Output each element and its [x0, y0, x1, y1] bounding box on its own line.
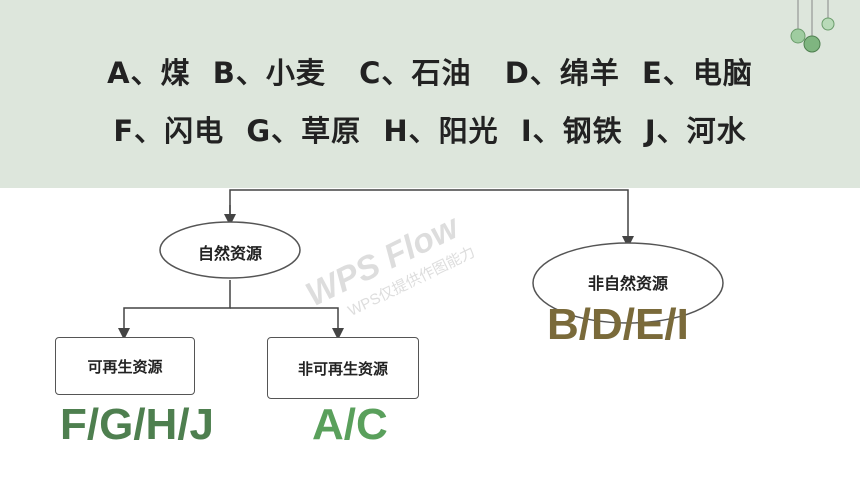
non-natural-answer: B/D/E/I [547, 300, 689, 349]
non-natural-resource-label: 非自然资源 [587, 274, 668, 293]
natural-resource-ellipse [159, 221, 301, 279]
renewable-answer: F/G/H/J [60, 400, 215, 449]
non-renewable-answer: A/C [312, 400, 388, 449]
split-connector-right [230, 307, 344, 340]
non-renewable-resource-label: 非可再生资源 [297, 359, 388, 378]
hanging-lamp-decoration [790, 0, 835, 53]
non-natural-resource-ellipse [532, 242, 724, 324]
split-connector [118, 280, 231, 340]
non-renewable-resource-box: 非可再生资源 [267, 337, 419, 399]
question-row-1: A、煤 B、小麦 C、石油 D、绵羊 E、电脑 [107, 56, 753, 90]
natural-resource-label: 自然资源 [197, 244, 262, 263]
question-banner [0, 0, 860, 188]
question-row-2: F、闪电 G、草原 H、阳光 I、钢铁 J、河水 [113, 114, 747, 148]
renewable-resource-label: 可再生资源 [87, 357, 163, 376]
renewable-resource-box: 可再生资源 [55, 337, 195, 395]
